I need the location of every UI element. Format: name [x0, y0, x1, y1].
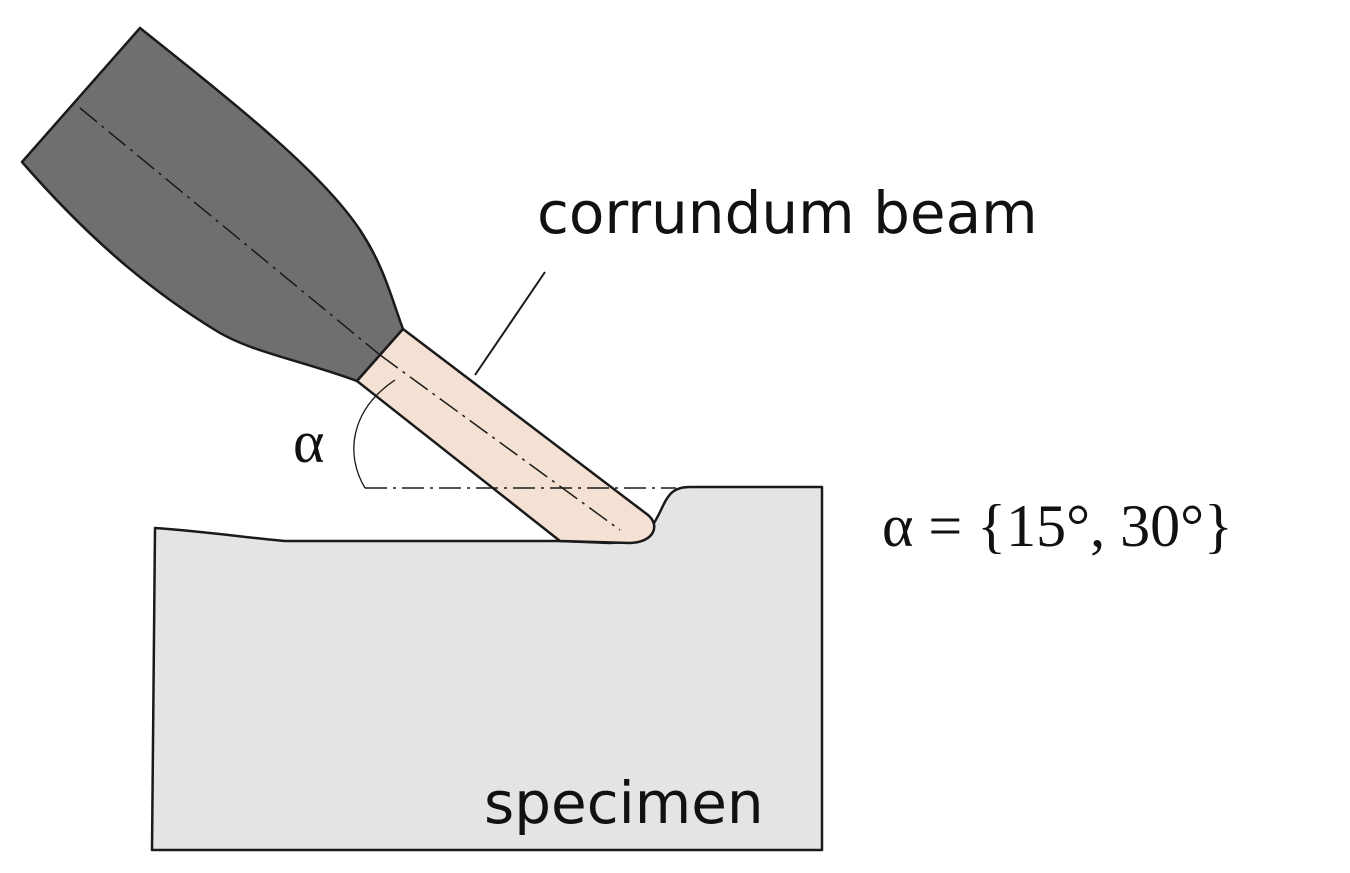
beam-leader-line [474, 271, 546, 376]
nozzle-body [20, 26, 405, 383]
beam-label: corrundum beam [537, 179, 1038, 247]
angle-arc [353, 379, 396, 489]
beam-centerline [379, 354, 621, 531]
corundum-beam [355, 327, 656, 545]
nozzle-centerline [79, 107, 381, 356]
angle-values-label: α = {15°, 30°} [882, 493, 1233, 559]
angle-symbol-label: α [293, 409, 324, 475]
specimen-label: specimen [484, 769, 764, 837]
